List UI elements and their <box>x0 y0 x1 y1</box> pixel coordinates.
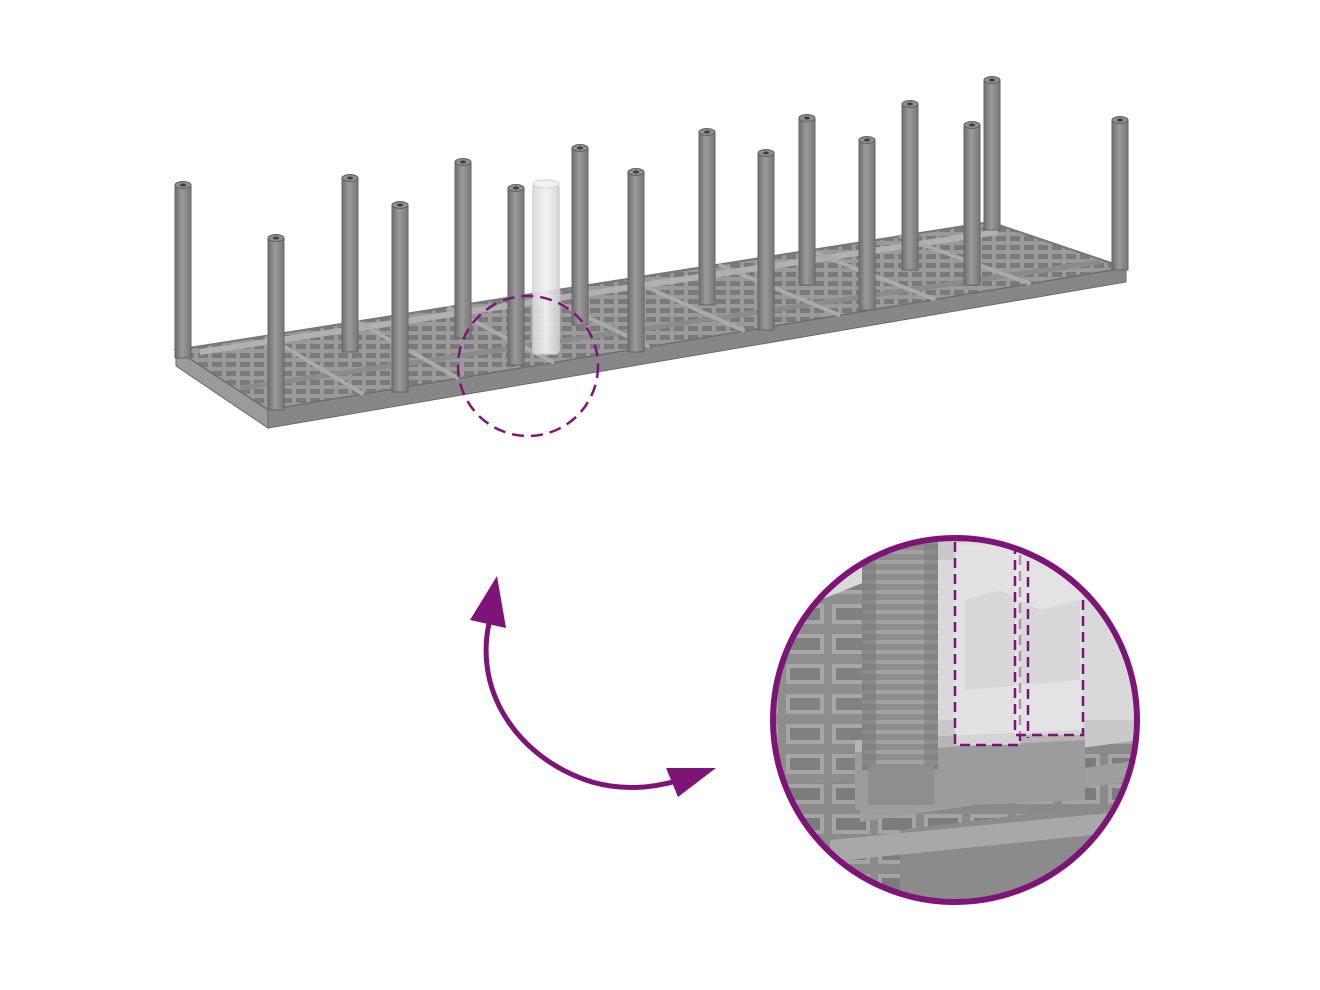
rack-peg <box>507 184 525 366</box>
zoom-detail-circle-icon <box>770 535 1140 905</box>
rack-peg <box>341 174 359 353</box>
rack-peg <box>627 168 645 353</box>
rack-peg <box>757 149 775 331</box>
rack-peg <box>798 114 816 286</box>
rack-peg <box>963 121 981 286</box>
rack-peg <box>1111 116 1129 271</box>
dashed-highlight-circle-icon <box>456 294 600 438</box>
rack-peg <box>571 144 589 326</box>
rack-peg <box>174 181 192 359</box>
rack-pegs <box>174 76 1129 411</box>
rack-peg <box>391 201 409 393</box>
rack-peg <box>698 128 716 306</box>
curved-double-arrow-icon <box>470 576 716 797</box>
ghost-peg <box>532 179 560 355</box>
rack-base <box>173 220 1127 429</box>
rack-divider <box>717 262 841 318</box>
rack-divider <box>627 277 746 333</box>
rack-peg <box>901 100 919 271</box>
rack-peg <box>454 158 472 339</box>
rack-peg <box>858 136 876 311</box>
rack-peg <box>983 76 1001 231</box>
rack-peg <box>267 234 285 411</box>
